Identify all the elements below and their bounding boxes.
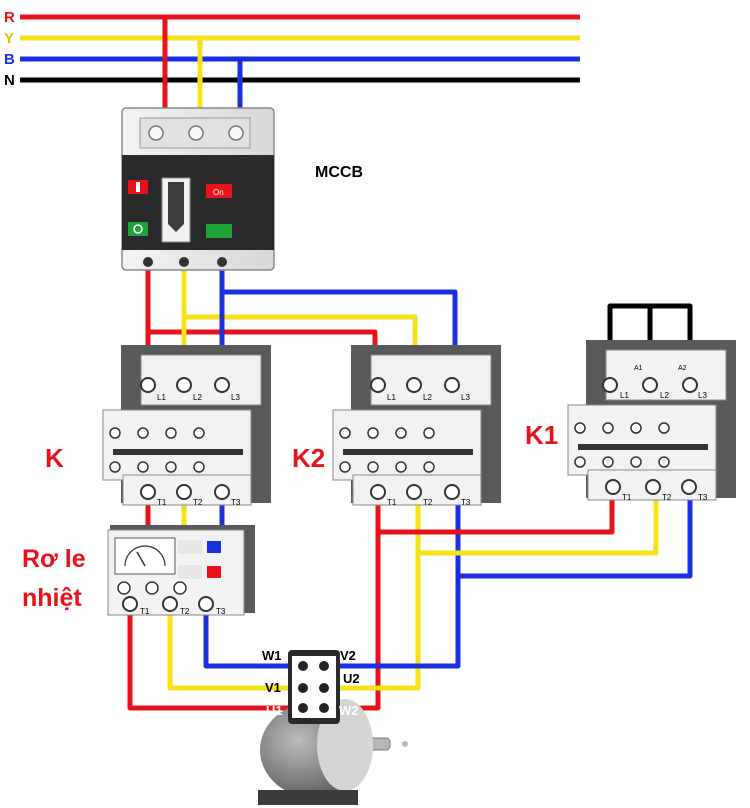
mccb-bottom-terminal-2 [179,257,189,267]
mccb-bottom-terminal-3 [217,257,227,267]
mccb-on-label: On [213,188,224,197]
bus-label-y: Y [4,30,14,47]
mccb-breaker: On [121,107,275,271]
k2-l1: L1 [387,393,396,402]
k2-l3: L3 [461,393,470,402]
k1-a2: A2 [678,365,687,372]
k-l1: L1 [157,393,166,402]
motor-label-v1: V1 [265,680,281,695]
mccb-top-terminal-3 [228,125,244,141]
wire-blue-k1-k2 [458,498,693,579]
bus-label-b: B [4,51,15,68]
k1-l1: L1 [620,391,629,400]
motor [258,650,408,805]
bus-label-r: R [4,9,15,26]
relay-dial-window [114,537,176,575]
k2-t2: T2 [423,498,433,507]
k-t1: T1 [157,498,167,507]
k2-l2: L2 [423,393,432,402]
bus-label-n: N [4,72,15,89]
k1-t1: T1 [622,493,632,502]
k-l3: L3 [231,393,240,402]
label-k2: K2 [292,443,325,473]
supply-bus: R Y B N [4,9,580,89]
motor-label-w1: W1 [262,648,282,663]
contactor-k2: L1 L2 L3 T1 T2 T3 [332,345,501,507]
k-t3: T3 [231,498,241,507]
wire-yellow-k2-u2 [327,500,421,691]
motor-label-v2: V2 [340,648,356,663]
k2-t1: T1 [387,498,397,507]
relay-t2: T2 [180,607,190,616]
wire-blue-relay-w1 [203,608,300,669]
label-k1: K1 [525,420,558,450]
contactor-k: L1 L2 L3 T1 T2 T3 [102,345,271,507]
thermal-overload-relay: T1 T2 T3 [107,525,255,616]
relay-t3: T3 [216,607,226,616]
k1-l3: L3 [698,391,707,400]
k1-t3: T3 [698,493,708,502]
wire-yellow-relay-v1 [167,608,300,691]
k-l2: L2 [193,393,202,402]
k1-a1: A1 [634,365,643,372]
mccb-bottom-terminal-1 [143,257,153,267]
motor-label-u2: U2 [343,671,360,686]
mccb-handle [168,182,184,232]
motor-label-w2: W2 [339,703,359,718]
relay-reset-button [207,541,221,553]
mccb-top-terminal-1 [148,125,164,141]
motor-label-u1: U1 [266,703,283,718]
k-t2: T2 [193,498,203,507]
k2-t3: T3 [461,498,471,507]
label-k: K [45,443,64,473]
wire-red-k1-k2 [378,498,615,535]
relay-t1: T1 [140,607,150,616]
wire-yellow-k1-k2 [418,498,659,556]
relay-stop-button [207,566,221,578]
wire-red-relay-u1 [127,608,300,711]
k1-l2: L2 [660,391,669,400]
relay-label-line2: nhiệt [22,584,82,612]
relay-label-line1: Rơ le [22,545,86,573]
wire-blue-k2-v2 [327,500,461,669]
k1-t2: T2 [662,493,672,502]
mccb-label: MCCB [315,164,363,181]
contactor-k1: A1 A2 L1 L2 L3 T1 T2 T3 [567,340,736,502]
mccb-top-terminal-2 [188,125,204,141]
